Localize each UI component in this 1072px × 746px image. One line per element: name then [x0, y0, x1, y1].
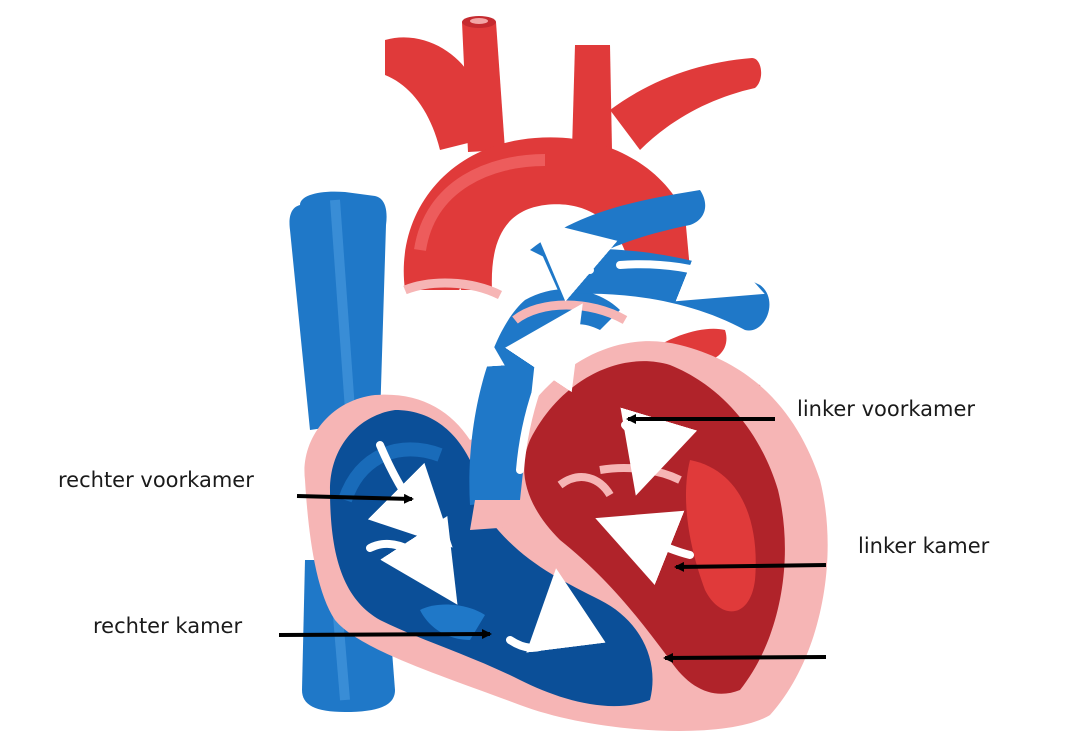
superior-vena-cava: [289, 192, 386, 430]
aorta-branches: [385, 16, 761, 152]
label-rechter-kamer: rechter kamer: [93, 616, 242, 637]
pointer-arrow-rechter-kamer: [279, 634, 490, 635]
label-linker-kamer: linker kamer: [858, 536, 989, 557]
pointer-arrow-linker-kamer: [676, 565, 826, 567]
flow-arrow-aorta: [462, 320, 465, 370]
label-linker-voorkamer: linker voorkamer: [797, 399, 975, 420]
pointer-arrow-wall: [665, 657, 826, 658]
label-rechter-voorkamer: rechter voorkamer: [58, 470, 254, 491]
